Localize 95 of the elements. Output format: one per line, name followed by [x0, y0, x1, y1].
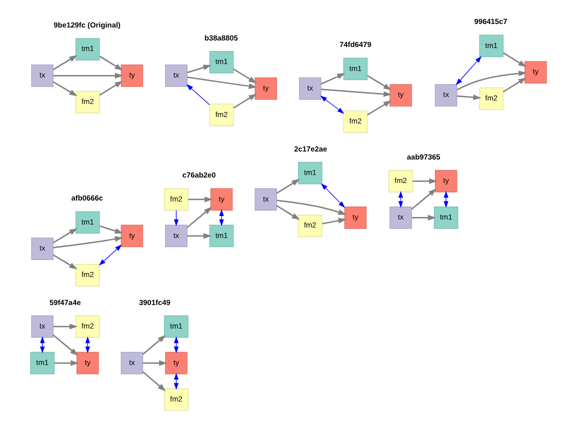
arrow — [320, 96, 344, 114]
arrow — [142, 360, 167, 366]
arrow — [52, 72, 123, 79]
arrow — [232, 94, 256, 109]
node-box: tm1 — [75, 38, 100, 60]
node-box: ty — [76, 352, 98, 374]
node-box: ty — [120, 224, 143, 248]
node-box: ty — [389, 84, 412, 106]
node-box: tm1 — [297, 162, 322, 184]
arrow — [366, 100, 392, 116]
arrow — [455, 56, 482, 86]
node-box: fm2 — [75, 90, 100, 114]
arrow — [52, 81, 77, 96]
arrow — [186, 206, 212, 228]
arrow — [142, 334, 166, 355]
node-box: ty — [434, 170, 457, 192]
node-box: ty — [120, 64, 143, 87]
arrow — [188, 196, 212, 202]
arrow — [186, 76, 256, 89]
node-box: tx — [30, 64, 54, 87]
arrow — [142, 371, 166, 392]
arrow — [52, 334, 78, 356]
node-box: tx — [120, 352, 143, 374]
arrow — [98, 225, 123, 234]
node-box: fm2 — [297, 214, 322, 237]
arrow — [411, 214, 436, 221]
node-box: tm1 — [208, 224, 234, 248]
label: 74fd6479 — [339, 40, 371, 50]
arrow — [502, 78, 526, 92]
arrow — [52, 228, 77, 244]
node-box: tm1 — [342, 58, 368, 80]
node-box: ty — [164, 352, 187, 374]
node-box: fm2 — [342, 110, 368, 133]
node-box: tx — [254, 188, 276, 211]
node-box: tm1 — [433, 206, 458, 229]
arrow — [54, 360, 78, 366]
arrow — [52, 55, 77, 70]
label: aab97365 — [406, 152, 440, 162]
arrow — [52, 324, 78, 330]
node-box: tm1 — [208, 51, 234, 74]
arrow — [186, 64, 211, 74]
arrow — [456, 94, 481, 100]
node-box: ty — [210, 188, 232, 211]
node-box: fm2 — [208, 104, 234, 126]
node-box: fm2 — [164, 388, 188, 411]
arrow — [443, 190, 448, 208]
node-box: tx — [434, 84, 457, 106]
arrow — [456, 70, 526, 90]
label: afb0666c — [70, 194, 103, 203]
label: 3901fc49 — [138, 298, 170, 307]
node-box: tm1 — [75, 211, 100, 234]
label: 996415c7 — [474, 17, 507, 26]
arrow — [276, 205, 300, 220]
arrow — [173, 210, 178, 226]
label: 59f47a4e — [48, 298, 80, 307]
node-box: ty — [344, 206, 366, 229]
node-box: tx — [30, 238, 54, 260]
arrow — [410, 188, 436, 210]
arrow — [276, 178, 300, 194]
label: b38a8805 — [204, 33, 238, 42]
label: 9be129fc (Original) — [53, 20, 120, 30]
arrow — [98, 244, 122, 266]
node-box: tx — [389, 206, 412, 229]
arrow — [320, 73, 345, 85]
arrow — [218, 209, 224, 226]
node-box: ty — [254, 77, 276, 100]
arrow — [98, 80, 122, 96]
label: 2c17e2ae — [294, 144, 327, 154]
node-box: tx — [298, 77, 321, 100]
arrow — [322, 218, 346, 224]
node-box: fm2 — [75, 315, 100, 338]
arrow — [412, 178, 437, 184]
node-box: fm2 — [388, 170, 412, 192]
arrow — [366, 75, 392, 90]
node-box: fm2 — [164, 188, 188, 211]
node-box: tx — [164, 224, 187, 248]
node-box: fm2 — [478, 88, 504, 110]
arrow — [276, 200, 346, 215]
node-box: tm1 — [478, 34, 504, 58]
arrow — [98, 56, 122, 70]
arrow — [320, 183, 345, 208]
node-box: tm1 — [164, 315, 188, 338]
arrow — [52, 236, 123, 248]
arrow — [502, 52, 526, 68]
arrow — [186, 233, 212, 239]
node-box: tx — [164, 64, 187, 87]
node-box: tm1 — [30, 352, 54, 374]
arrow — [186, 84, 210, 106]
arrow — [232, 68, 256, 84]
arrow — [320, 88, 392, 97]
node-box: ty — [524, 61, 546, 84]
node-box: fm2 — [75, 264, 100, 286]
arrow — [52, 254, 77, 270]
node-box: tx — [30, 315, 54, 338]
label: c76ab2e0 — [182, 170, 216, 180]
